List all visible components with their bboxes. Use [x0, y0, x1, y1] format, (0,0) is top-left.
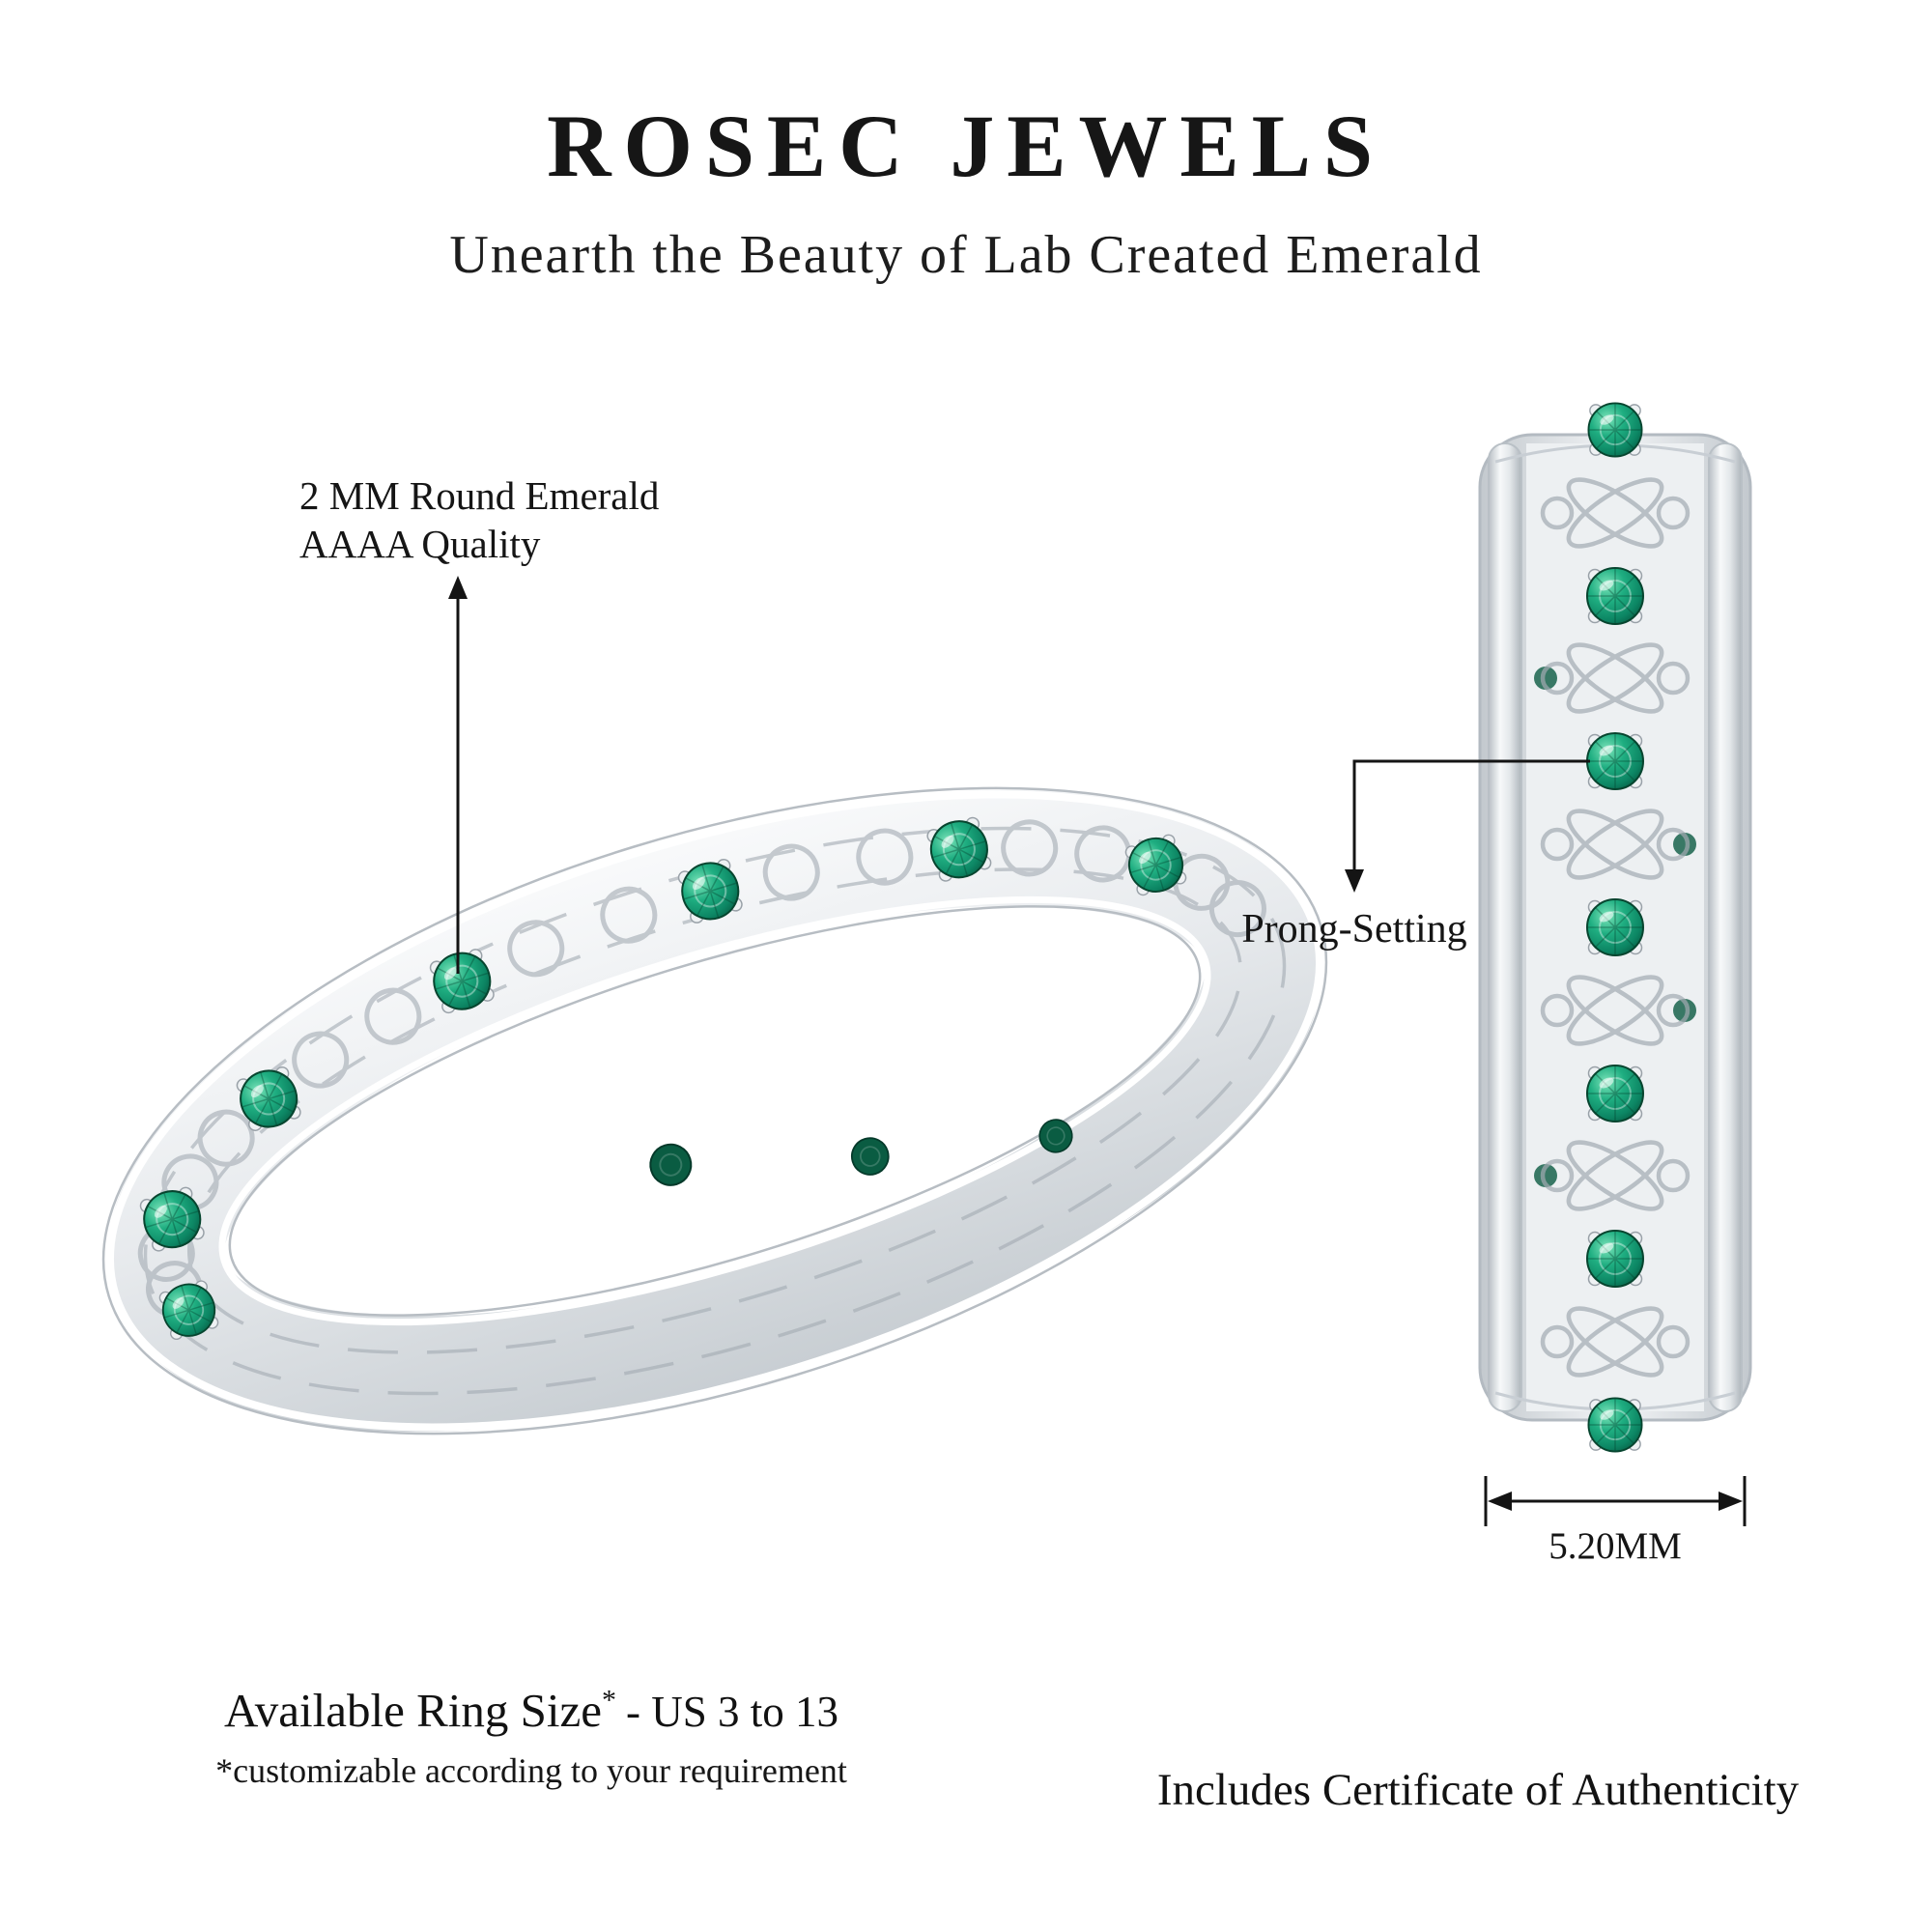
dimension-label: 5.20MM — [1548, 1525, 1682, 1567]
stone-callout-label: 2 MM Round Emerald AAAA Quality — [299, 471, 659, 568]
prong-callout-label: Prong-Setting — [1241, 907, 1467, 952]
ring-size-label: Available Ring Size — [223, 1684, 602, 1737]
tagline: Unearth the Beauty of Lab Created Emeral… — [449, 225, 1483, 285]
ring-outer-edge — [106, 790, 1323, 1432]
ring-size-info: Available Ring Size* - US 3 to 13 — [58, 1683, 1005, 1738]
ring-angled-view — [101, 786, 1328, 1435]
dimension-indicator — [1484, 1476, 1747, 1526]
brand-title: ROSEC JEWELS — [547, 97, 1385, 195]
side-far-stones — [1534, 667, 1696, 1187]
ring-side-view — [1478, 402, 1752, 1453]
prong-leader-line — [1345, 759, 1590, 893]
certificate-note: Includes Certificate of Authenticity — [1156, 1765, 1800, 1815]
band-right-rail — [1708, 442, 1743, 1412]
ring-size-asterisk: * — [601, 1684, 616, 1717]
customization-note: *customizable according to your requirem… — [215, 1751, 847, 1790]
ring-inner-edge — [218, 895, 1211, 1326]
stone-callout-line2: AAAA Quality — [299, 522, 541, 567]
side-celtic-pattern — [1540, 477, 1690, 1378]
annotations — [448, 576, 1747, 1526]
ring-size-value: - US 3 to 13 — [625, 1688, 838, 1736]
stone-callout-line1: 2 MM Round Emerald — [299, 473, 660, 518]
stone-callout-arrow — [448, 576, 468, 974]
celtic-pattern — [137, 819, 1287, 1396]
band-left-rail — [1488, 442, 1522, 1412]
